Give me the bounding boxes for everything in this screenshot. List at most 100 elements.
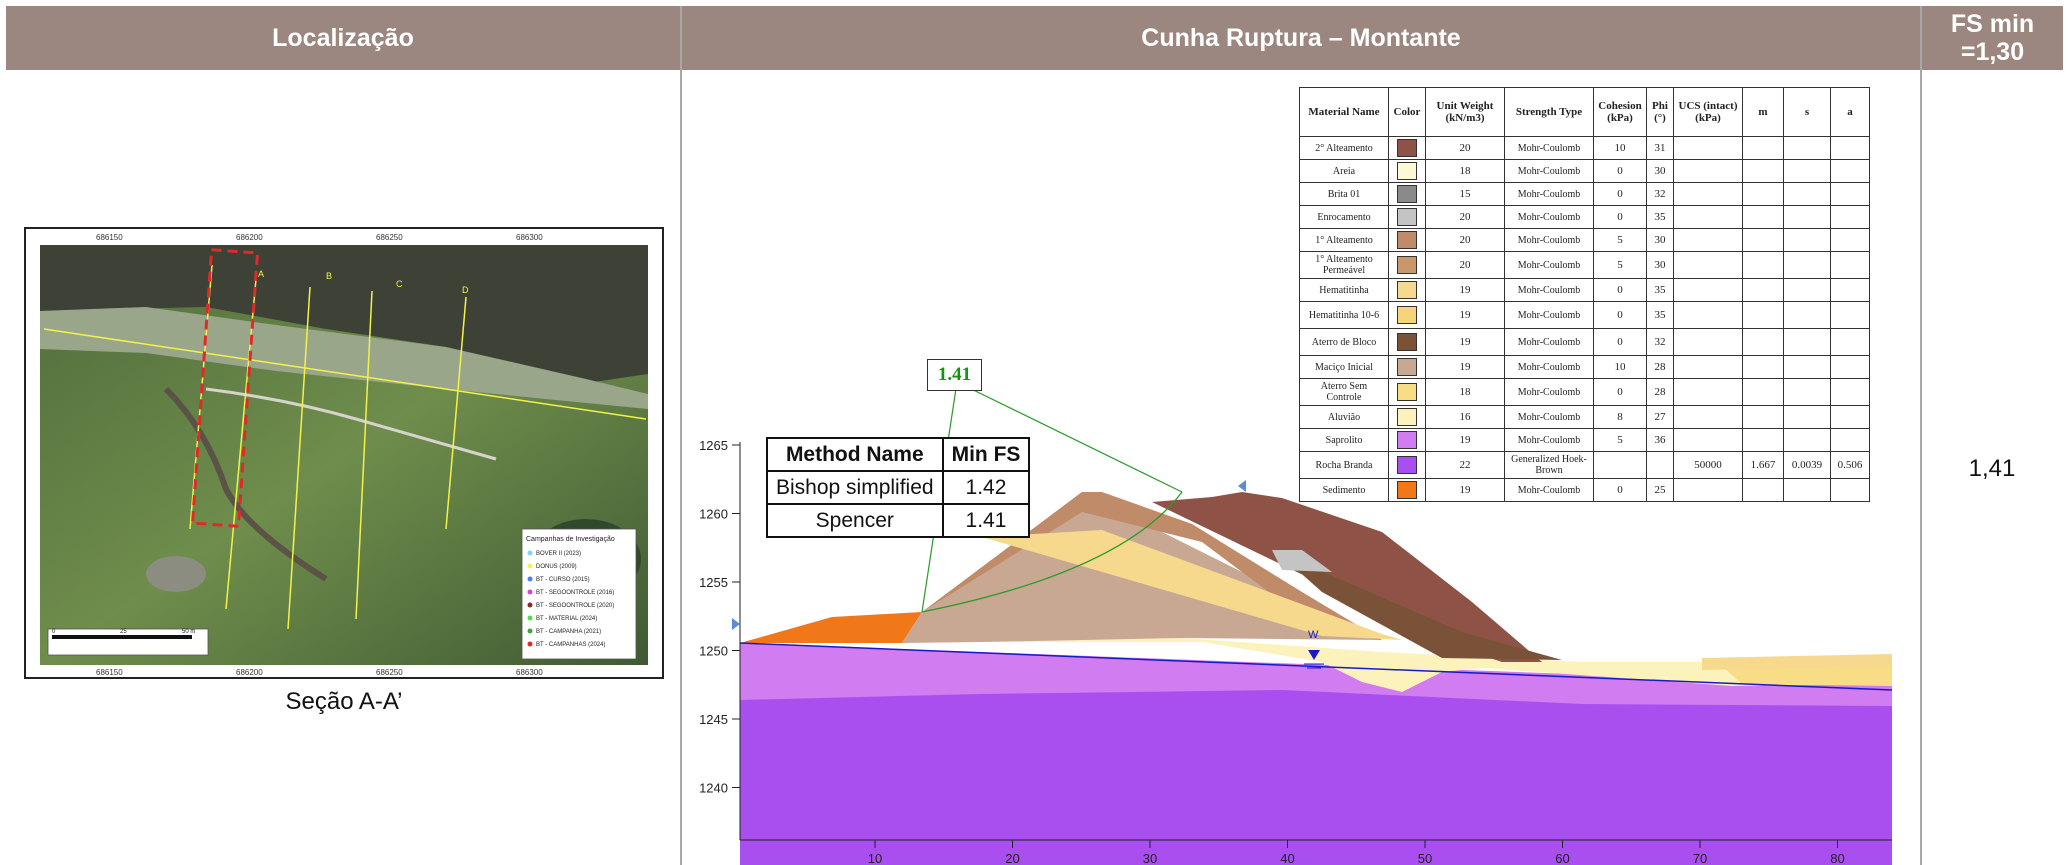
legend-item: BOVER II (2023) — [536, 551, 581, 557]
legend-marker-icon — [527, 628, 533, 634]
material-m — [1742, 301, 1784, 329]
material-color-swatch — [1397, 333, 1417, 351]
material-color-cell — [1388, 182, 1426, 206]
coord-bottom-4: 686300 — [516, 668, 543, 677]
x-tick-label: 60 — [1555, 851, 1569, 865]
material-s: 0.0039 — [1783, 451, 1831, 479]
material-coh: 0 — [1593, 478, 1647, 502]
material-color-swatch — [1397, 481, 1417, 499]
material-type: Mohr-Coulomb — [1504, 355, 1594, 379]
material-ucs — [1673, 205, 1743, 229]
coord-top-4: 686300 — [516, 233, 543, 242]
material-m — [1742, 182, 1784, 206]
scale-label-50: 50 m — [182, 629, 195, 635]
material-uw: 18 — [1425, 159, 1505, 183]
material-type: Mohr-Coulomb — [1504, 328, 1594, 356]
material-ucs — [1673, 405, 1743, 429]
layer-2-alteamento — [1152, 492, 1542, 662]
legend-marker-icon — [527, 589, 533, 595]
material-phi: 36 — [1646, 428, 1674, 452]
material-color-cell — [1388, 478, 1426, 502]
material-s — [1783, 251, 1831, 279]
slip-circle — [921, 491, 1183, 613]
mat-header-ucs: UCS (intact) (kPa) — [1673, 87, 1743, 137]
material-uw: 18 — [1425, 378, 1505, 406]
material-coh: 10 — [1593, 355, 1647, 379]
coord-bottom-3: 686250 — [376, 668, 403, 677]
material-m — [1742, 378, 1784, 406]
material-name: Rocha Branda — [1299, 451, 1389, 479]
material-phi: 32 — [1646, 182, 1674, 206]
material-a — [1830, 159, 1870, 183]
material-ucs — [1673, 378, 1743, 406]
material-color-cell — [1388, 301, 1426, 329]
scale-bar: 0 25 50 m — [47, 628, 209, 656]
y-tick-label: 1240 — [699, 781, 728, 796]
legend-item: BT - CAMPANHA (2021) — [536, 629, 601, 635]
water-marker-icon — [1308, 650, 1320, 660]
material-m — [1742, 159, 1784, 183]
material-a — [1830, 405, 1870, 429]
material-m — [1742, 278, 1784, 302]
y-tick-label: 1255 — [699, 575, 728, 590]
material-coh: 0 — [1593, 301, 1647, 329]
header-localizacao: Localização — [6, 6, 680, 70]
x-tick-label: 50 — [1418, 851, 1432, 865]
layer-aterro-de-bloco — [1277, 552, 1562, 660]
material-uw: 20 — [1425, 136, 1505, 160]
material-color-cell — [1388, 251, 1426, 279]
material-phi: 35 — [1646, 301, 1674, 329]
legend-item: BT - SEGOONTROLE (2020) — [536, 603, 614, 609]
material-ucs — [1673, 159, 1743, 183]
material-s — [1783, 205, 1831, 229]
slip-radius-2 — [956, 381, 1183, 493]
material-color-swatch — [1397, 185, 1417, 203]
map-legend: Campanhas de Investigação — [521, 528, 637, 660]
x-tick-label: 80 — [1830, 851, 1844, 865]
water-table-line — [739, 642, 1893, 691]
material-coh: 0 — [1593, 182, 1647, 206]
material-phi: 30 — [1646, 251, 1674, 279]
method-bishop-fs: 1.42 — [941, 470, 1031, 505]
material-name: Aluvião — [1299, 405, 1389, 429]
material-type: Mohr-Coulomb — [1504, 405, 1594, 429]
material-ucs — [1673, 182, 1743, 206]
material-ucs — [1673, 428, 1743, 452]
material-type: Mohr-Coulomb — [1504, 136, 1594, 160]
material-color-swatch — [1397, 208, 1417, 226]
section-letter-b: B — [326, 271, 332, 281]
x-tick-label: 40 — [1280, 851, 1294, 865]
material-table: Material Name Color Unit Weight (kN/m3) … — [1299, 87, 1870, 502]
legend-marker-icon — [527, 641, 533, 647]
material-name: Maciço Inicial — [1299, 355, 1389, 379]
material-ucs — [1673, 301, 1743, 329]
method-bishop-name: Bishop simplified — [766, 470, 944, 505]
material-type: Mohr-Coulomb — [1504, 478, 1594, 502]
header-cunha-ruptura: Cunha Ruptura – Montante — [682, 6, 1920, 70]
material-coh: 8 — [1593, 405, 1647, 429]
layer-sedimento — [740, 612, 922, 643]
material-type: Mohr-Coulomb — [1504, 278, 1594, 302]
material-ucs — [1673, 136, 1743, 160]
material-m — [1742, 405, 1784, 429]
scale-label-0: 0 — [52, 629, 56, 635]
left-marker-icon — [732, 618, 740, 630]
method-header-fs: Min FS — [941, 437, 1031, 472]
method-header-name: Method Name — [766, 437, 944, 472]
material-phi: 30 — [1646, 228, 1674, 252]
legend-marker-icon — [527, 576, 533, 582]
material-color-swatch — [1397, 456, 1417, 474]
header-cunha-label: Cunha Ruptura – Montante — [1141, 24, 1461, 52]
mat-header-type: Strength Type — [1504, 87, 1594, 137]
material-color-cell — [1388, 205, 1426, 229]
material-coh: 0 — [1593, 278, 1647, 302]
legend-item: BT - CURSO (2015) — [536, 577, 590, 583]
material-coh — [1593, 451, 1647, 479]
material-m — [1742, 228, 1784, 252]
material-s — [1783, 159, 1831, 183]
column-divider-1 — [680, 6, 682, 865]
